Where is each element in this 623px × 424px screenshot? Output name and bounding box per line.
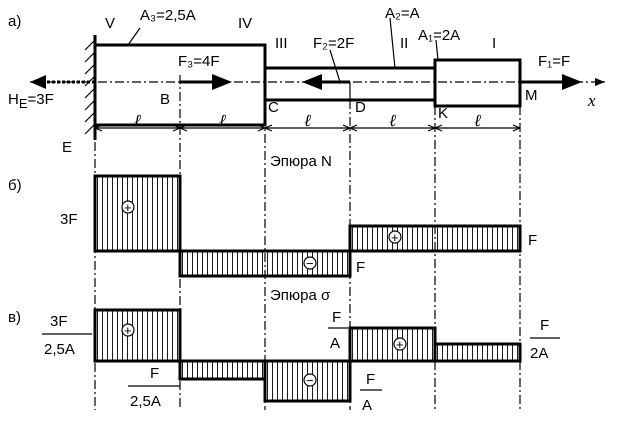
area-1-label: A₁=2A: [418, 27, 460, 44]
epure-n-segment-1: [93, 174, 182, 253]
part-b-label: б): [8, 177, 22, 194]
point-m-label: M: [525, 87, 538, 104]
plus-sign-text: +: [391, 230, 399, 245]
section-iii-label: III: [275, 35, 288, 52]
epure-sigma-title: Эпюра σ: [270, 287, 331, 304]
epure-n-title: Эпюра N: [270, 153, 332, 170]
bar-scheme: а) V A₃=2,5A IV III F₂=2F A₂=A II A₁=2A …: [8, 5, 605, 156]
plus-sign-icon: [121, 200, 135, 214]
n-right-value: F: [528, 232, 537, 249]
epure-n-segment-3: [348, 224, 522, 253]
length-dimensions: ℓ ℓ ℓ ℓ ℓ: [94, 111, 521, 132]
sigma-d-den: A: [330, 335, 340, 352]
part-v-label: в): [8, 309, 21, 326]
section-a1: [433, 58, 522, 108]
plus-sign-icon: [388, 230, 402, 244]
force-3-label: F₃=4F: [178, 53, 220, 70]
sigma-c-num: F: [366, 371, 375, 388]
n-mid-value: F: [356, 259, 365, 276]
point-e-label: E: [62, 139, 72, 156]
plus-sign-text: +: [124, 323, 132, 338]
epure-sigma: Эпюра σ в) + − + 3F 2,5A F 2,5A F A F A …: [8, 287, 560, 414]
area-2-label: A₂=A: [385, 5, 420, 22]
sigma-b-num: F: [150, 365, 159, 382]
axis-arrow-icon: [595, 78, 605, 86]
epure-sigma-segment-4: [348, 326, 437, 363]
reaction-arrow-icon: [30, 75, 46, 89]
point-c-label: C: [268, 99, 279, 116]
point-k-label: K: [438, 105, 448, 122]
plus-sign-icon: [121, 323, 135, 337]
part-a-label: а): [8, 13, 21, 30]
point-b-label: B: [160, 91, 170, 108]
force-1-label: F₁=F: [538, 53, 570, 70]
minus-sign-text: −: [306, 256, 314, 271]
length-5: ℓ: [474, 111, 481, 130]
axis-x-label: x: [587, 91, 596, 110]
epure-n: Эпюра N б) + − + 3F F F: [8, 153, 537, 278]
section-i-label: I: [492, 35, 496, 52]
plus-sign-text: +: [124, 200, 132, 215]
sigma-c-den: A: [362, 397, 372, 414]
sigma-right-den: 2A: [530, 345, 548, 362]
force2-arrow-icon: [302, 74, 322, 90]
section-v-label: V: [105, 15, 115, 32]
force-2-label: F₂=2F: [313, 35, 354, 52]
epure-sigma-segment-1: [93, 308, 182, 363]
length-1: ℓ: [134, 111, 141, 130]
epure-n-segment-2: [178, 249, 352, 278]
force3-arrow-icon: [212, 74, 232, 90]
sigma-left-num: 3F: [50, 313, 68, 330]
section-ii-label: II: [400, 35, 408, 52]
minus-sign-icon: [303, 373, 317, 387]
minus-sign-icon: [303, 256, 317, 270]
length-3: ℓ: [304, 111, 311, 130]
epure-sigma-segment-2: [178, 359, 267, 381]
minus-sign-text: −: [306, 373, 314, 388]
plus-sign-icon: [393, 337, 407, 351]
n-left-value: 3F: [60, 211, 78, 228]
sigma-right-num: F: [540, 317, 549, 334]
length-4: ℓ: [389, 111, 396, 130]
sigma-left-den: 2,5A: [44, 341, 75, 358]
section-iv-label: IV: [238, 15, 252, 32]
epure-sigma-segment-5: [433, 342, 522, 363]
area-3-label: A₃=2,5A: [140, 7, 196, 24]
length-2: ℓ: [219, 111, 226, 130]
reaction-label: HE=3F: [8, 91, 54, 111]
point-d-label: D: [355, 99, 366, 116]
sigma-d-num: F: [332, 309, 341, 326]
sigma-b-den: 2,5A: [130, 393, 161, 410]
plus-sign-text: +: [396, 337, 404, 352]
force1-arrow-icon: [562, 74, 582, 90]
